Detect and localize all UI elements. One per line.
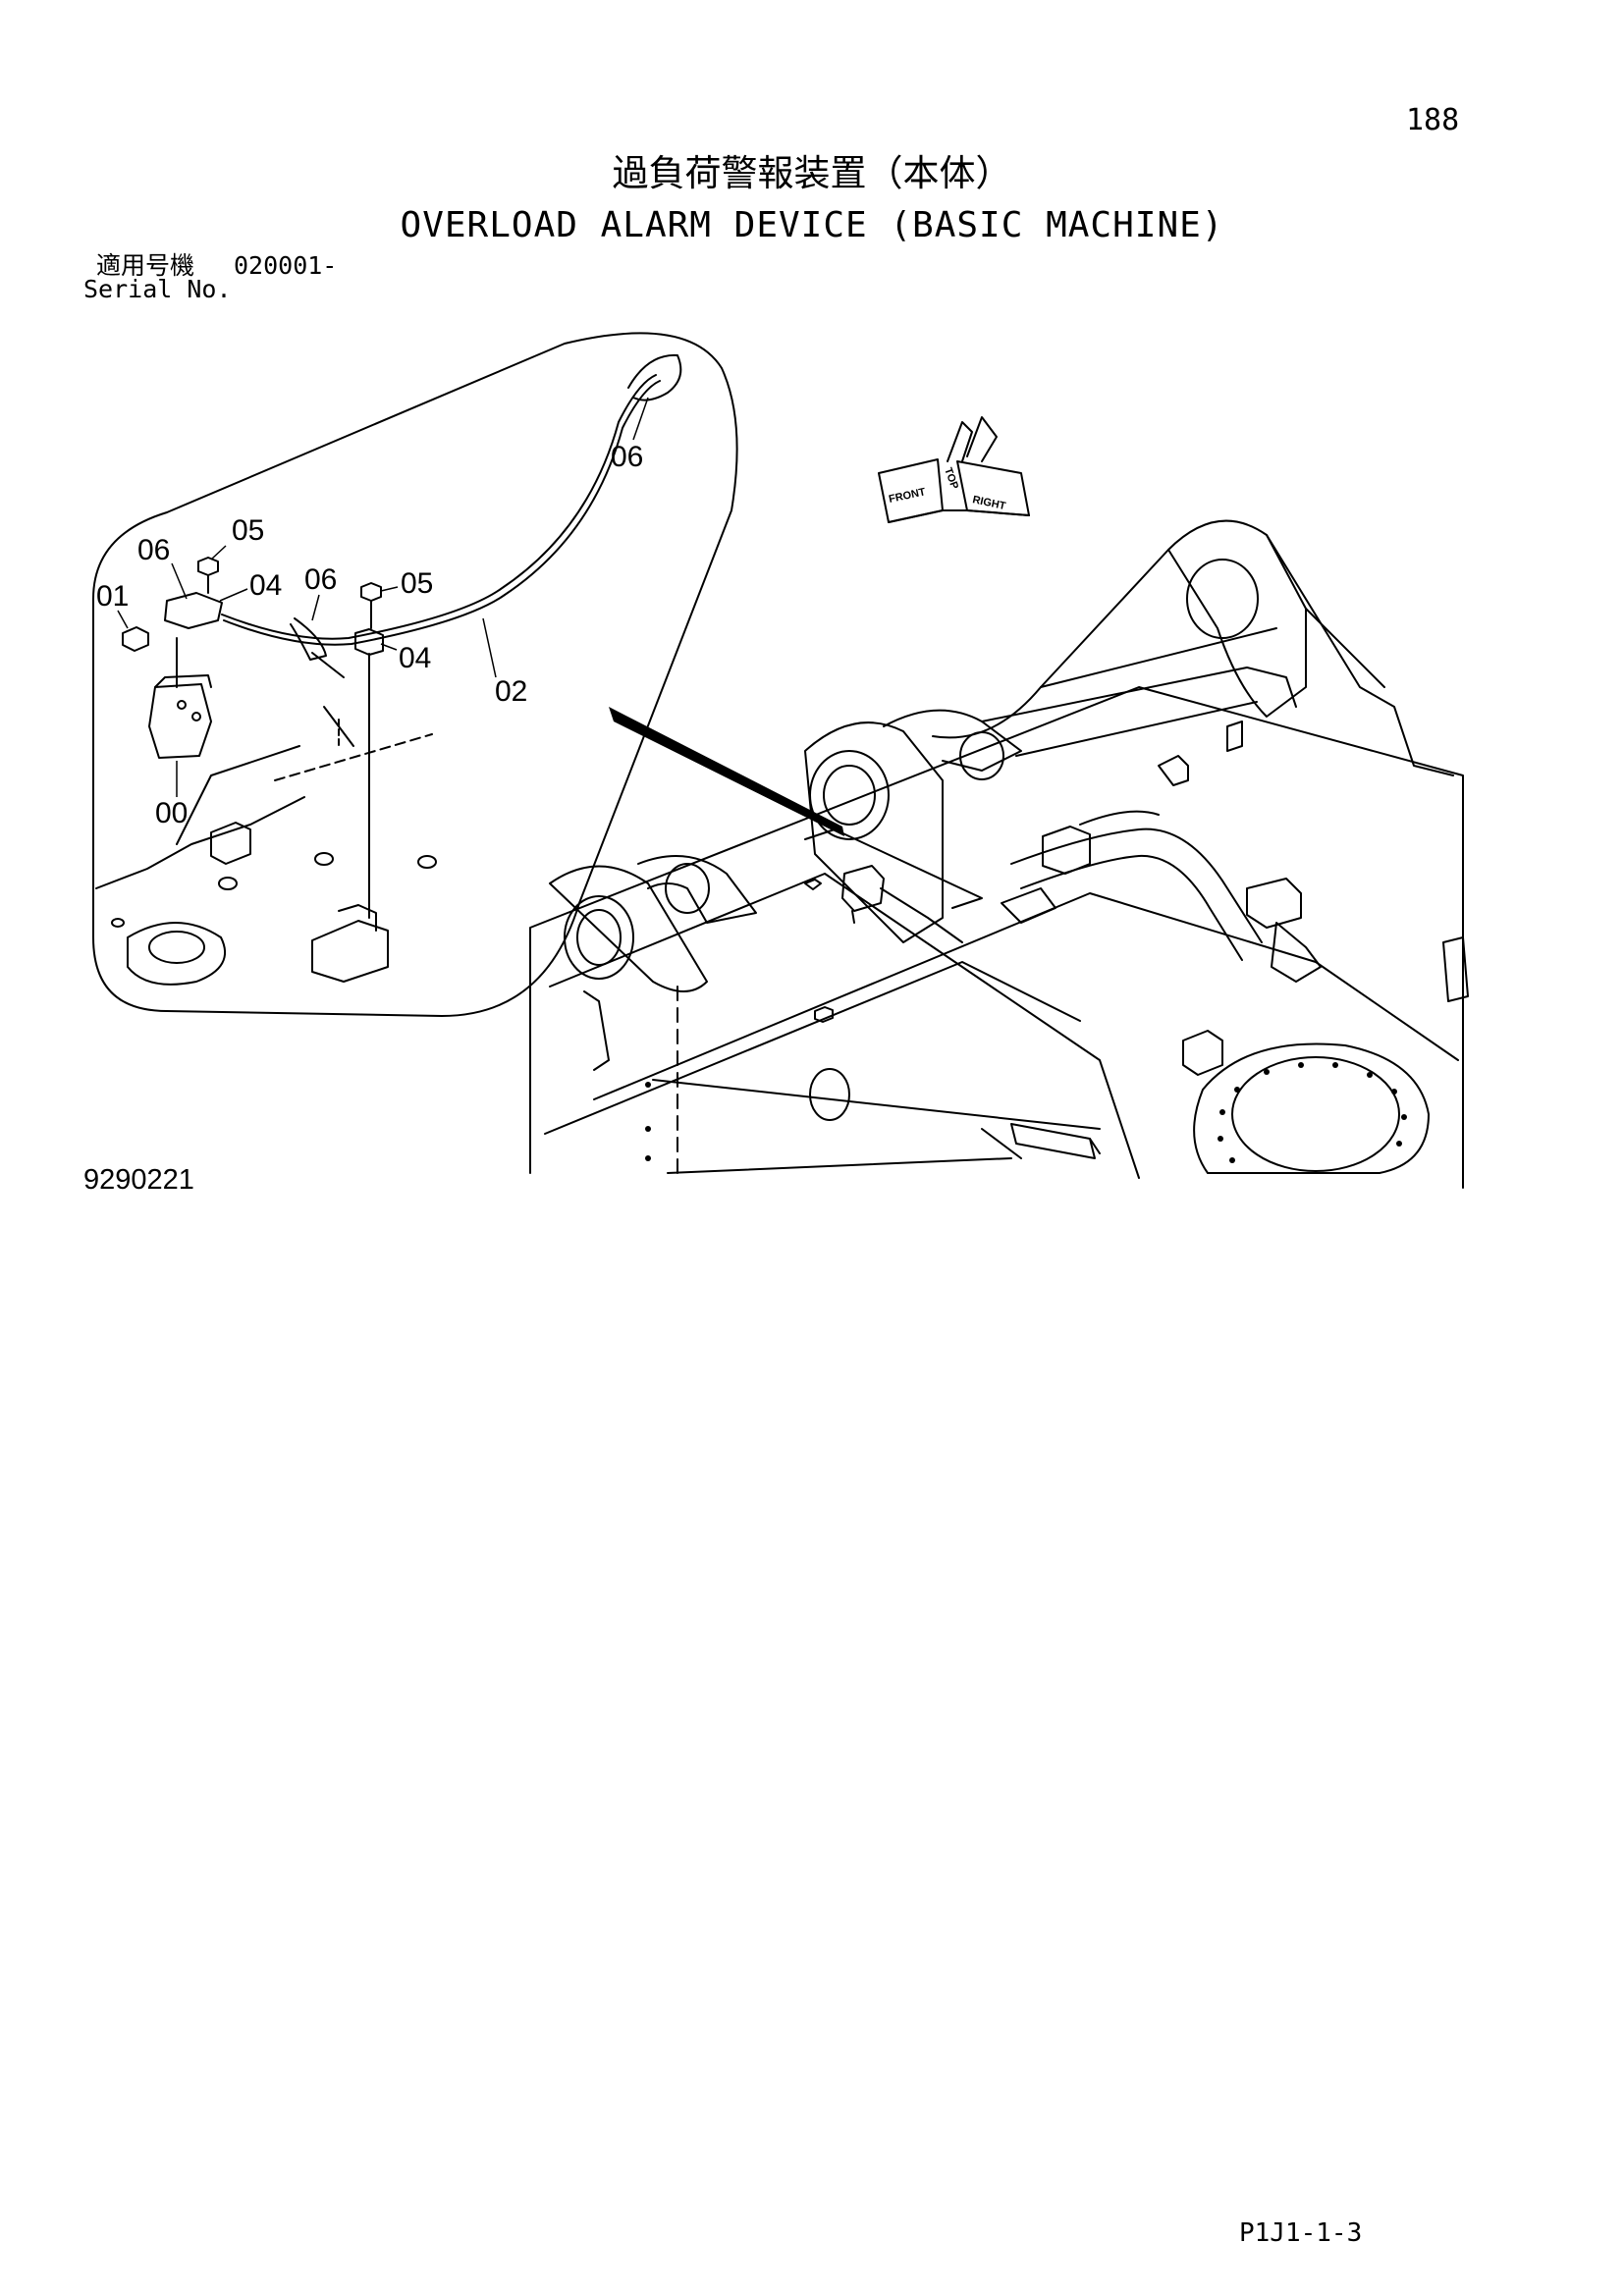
angle-bracket xyxy=(210,822,251,865)
serial-label-english: Serial No. xyxy=(83,275,232,303)
callout-04-left: 04 xyxy=(249,569,282,602)
title-japanese: 過負荷警報装置（本体） xyxy=(612,152,1012,194)
detail-pointer xyxy=(609,707,844,836)
cable-02 xyxy=(221,374,657,640)
sensor-body xyxy=(164,592,223,629)
detail-inset-parts xyxy=(95,353,682,986)
callout-00: 00 xyxy=(155,797,188,829)
footer-code: P1J1-1-3 xyxy=(1239,2218,1363,2248)
valve-block-upper xyxy=(1042,826,1091,875)
band-06-top xyxy=(627,353,682,401)
frame-holes xyxy=(645,1062,1407,1163)
orientation-front-label: FRONT xyxy=(888,486,927,506)
title-english: OVERLOAD ALARM DEVICE (BASIC MACHINE) xyxy=(400,205,1224,245)
orientation-top-label: TOP xyxy=(942,466,960,491)
machine-frame xyxy=(529,519,1469,1189)
swing-bearing xyxy=(1193,1042,1430,1174)
boom-foot-left xyxy=(549,865,708,992)
clip-04 xyxy=(354,628,384,656)
bolt-01 xyxy=(122,626,149,652)
callout-04-right: 04 xyxy=(399,642,431,674)
page-number: 188 xyxy=(1406,103,1460,137)
callout-02: 02 xyxy=(495,675,527,708)
hydraulic-hose xyxy=(1010,828,1263,943)
callout-05-right: 05 xyxy=(401,567,433,600)
orientation-indicator xyxy=(878,416,1030,523)
figure-number: 9290221 xyxy=(83,1164,194,1196)
flange xyxy=(127,922,226,986)
orientation-right-label: RIGHT xyxy=(971,494,1006,512)
leader-lines xyxy=(117,397,649,797)
serial-value: 020001- xyxy=(234,251,338,280)
callout-05-left: 05 xyxy=(232,514,264,547)
bolt-05-a xyxy=(197,557,219,576)
alarm-switch-main xyxy=(841,865,885,912)
callout-06-left: 06 xyxy=(137,534,170,566)
callout-06-top: 06 xyxy=(611,441,643,473)
serial-label-japanese: 適用号機 xyxy=(96,251,195,280)
mount-block xyxy=(311,920,389,983)
callout-01: 01 xyxy=(96,580,129,613)
boom-foot-right xyxy=(804,721,944,943)
detail-inset-outline xyxy=(92,332,738,1017)
callout-06-middle: 06 xyxy=(304,563,337,596)
pressure-switch-bracket xyxy=(148,683,212,759)
parts-diagram: FRONT TOP RIGHT 06 05 06 01 04 06 05 04 … xyxy=(92,332,1469,1189)
valve-block-lower xyxy=(1246,878,1302,929)
bolt-05-b xyxy=(360,582,382,602)
small-plate xyxy=(1010,1123,1096,1159)
